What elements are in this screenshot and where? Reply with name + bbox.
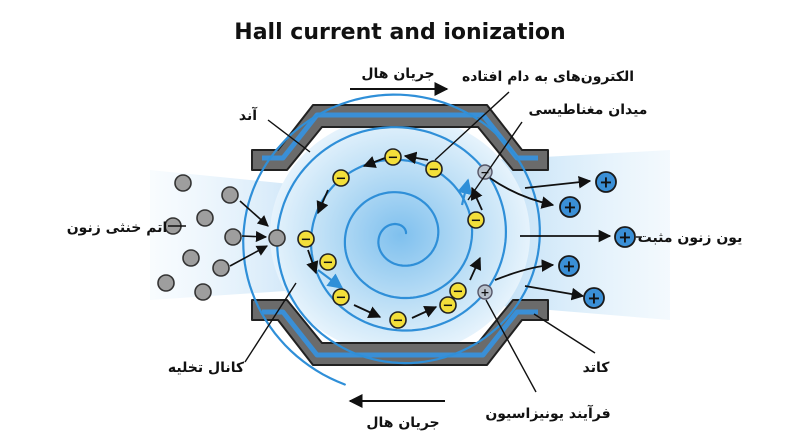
svg-text:−: − xyxy=(453,285,464,300)
neutral-atom xyxy=(157,274,175,292)
neutral-atom xyxy=(174,174,192,192)
svg-text:−: − xyxy=(301,233,312,248)
electron: − xyxy=(384,148,402,166)
positive-ions: + + + + + xyxy=(558,171,636,309)
ionization-process-label: فرآیند یونیزاسیون xyxy=(485,404,610,422)
hall-current-label-bottom: جریان هال xyxy=(366,415,439,431)
electron: − xyxy=(389,311,407,329)
ionization-atom-top: − xyxy=(477,164,493,180)
svg-text:+: + xyxy=(562,257,575,276)
neutral-atom xyxy=(212,259,230,277)
electron: − xyxy=(439,296,457,314)
electron: − xyxy=(425,160,443,178)
ion-flow-arrows xyxy=(489,175,612,301)
electron: − xyxy=(449,282,467,300)
svg-text:+: + xyxy=(587,289,600,308)
ionization-atom-bottom: + xyxy=(477,284,493,300)
positive-ion: + xyxy=(614,226,636,248)
positive-ion: + xyxy=(559,196,581,218)
electron: − xyxy=(297,230,315,248)
svg-text:−: − xyxy=(443,299,454,314)
positive-ion: + xyxy=(595,171,617,193)
svg-text:+: + xyxy=(480,286,489,299)
magnetic-field-arrow-left xyxy=(317,269,344,289)
svg-text:−: − xyxy=(336,291,347,306)
svg-text:−: − xyxy=(471,214,482,229)
magnetic-field-arrow-top xyxy=(457,178,473,206)
neutral-atoms xyxy=(157,174,286,301)
positive-xenon-ion-label: یون زنون مثبت xyxy=(638,230,743,246)
anode-label: آند xyxy=(239,106,258,124)
cathode-electrode xyxy=(251,299,549,366)
leader-lines xyxy=(168,91,642,393)
trapped-electrons-label: الکترون‌های به دام افتاده xyxy=(462,69,634,85)
neutral-atom xyxy=(224,228,242,246)
magnetic-field-label: میدان مغناطیسی xyxy=(529,102,648,118)
svg-text:−: − xyxy=(393,314,404,329)
electron: − xyxy=(467,211,485,229)
svg-text:−: − xyxy=(480,166,489,179)
electron: − xyxy=(332,169,350,187)
electron: − xyxy=(319,253,337,271)
neutral-flow-arrows xyxy=(229,200,269,267)
svg-text:−: − xyxy=(388,151,399,166)
discharge-channel-label: کانال تخلیه xyxy=(168,360,245,376)
cathode-inner-channel xyxy=(262,309,538,358)
svg-text:+: + xyxy=(599,173,612,192)
positive-ion: + xyxy=(583,287,605,309)
svg-text:−: − xyxy=(429,163,440,178)
svg-text:+: + xyxy=(563,198,576,217)
ion-plume-region xyxy=(490,150,670,320)
svg-text:+: + xyxy=(618,228,631,247)
cathode-label: کاتد xyxy=(583,360,611,376)
neutral-xenon-label: اتم خنثی زنون xyxy=(67,220,168,236)
neutral-atom xyxy=(182,249,200,267)
neutral-atom xyxy=(196,209,214,227)
electron: − xyxy=(332,288,350,306)
neutral-atom xyxy=(194,283,212,301)
anode-electrode xyxy=(251,104,549,171)
diagram-title: Hall current and ionization xyxy=(234,20,565,45)
magnetic-field-spiral xyxy=(242,93,541,386)
anode-inner-channel xyxy=(262,112,538,161)
hall-current-label-top: جریان هال xyxy=(361,66,434,82)
neutral-atom-entering xyxy=(268,229,286,247)
svg-text:−: − xyxy=(323,256,334,271)
neutral-atom xyxy=(221,186,239,204)
electrons: −−−−−−−−−− xyxy=(297,148,485,329)
svg-text:−: − xyxy=(336,172,347,187)
positive-ion: + xyxy=(558,255,580,277)
